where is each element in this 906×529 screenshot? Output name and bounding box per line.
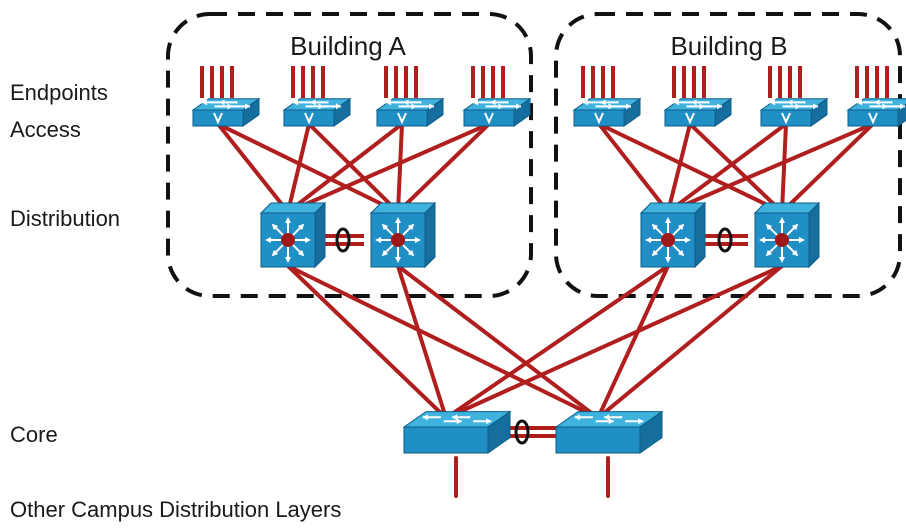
access-switch-4 xyxy=(462,97,532,127)
distribution-core-link xyxy=(596,264,670,420)
access-distribution-link xyxy=(688,122,784,214)
label-distribution: Distribution xyxy=(10,206,121,231)
building-b-title: Building B xyxy=(670,31,787,61)
distribution-switch-4 xyxy=(753,201,821,269)
core-switch-2 xyxy=(554,410,664,454)
distribution-core-link xyxy=(444,264,784,420)
access-distribution-link xyxy=(396,122,404,214)
access-switch-1 xyxy=(191,97,261,127)
access-distribution-link xyxy=(780,122,875,214)
access-switch-7 xyxy=(759,97,829,127)
links-layer xyxy=(200,66,889,498)
access-distribution-link xyxy=(307,122,400,214)
distribution-core-link xyxy=(396,264,600,420)
distribution-core-link xyxy=(396,264,448,420)
access-distribution-link xyxy=(396,122,491,214)
switches-layer xyxy=(191,97,906,454)
access-switch-5 xyxy=(572,97,642,127)
building-a-boundary xyxy=(166,12,533,298)
access-distribution-link xyxy=(666,122,788,214)
access-distribution-link xyxy=(666,122,875,214)
access-distribution-link xyxy=(286,122,491,214)
access-switch-8 xyxy=(846,98,906,127)
etherchannel-ring-icon xyxy=(717,227,733,253)
distribution-core-link xyxy=(444,264,670,420)
access-distribution-link xyxy=(780,122,788,214)
label-access: Access xyxy=(10,117,81,142)
building-b-boundary xyxy=(554,12,902,298)
access-distribution-link xyxy=(216,122,290,214)
distribution-core-link xyxy=(286,264,448,420)
access-distribution-link xyxy=(286,122,404,214)
access-switch-6 xyxy=(663,97,733,127)
core-switch-1 xyxy=(402,410,512,454)
distribution-switch-3 xyxy=(639,201,707,269)
access-distribution-link xyxy=(597,122,670,214)
etherchannel-ring-icon xyxy=(335,227,351,253)
etherchannel-ring-icon xyxy=(514,419,530,445)
access-distribution-link xyxy=(666,122,692,214)
distribution-switch-1 xyxy=(259,201,327,269)
access-distribution-link xyxy=(286,122,311,214)
access-switch-3 xyxy=(375,97,445,127)
distribution-core-link xyxy=(596,264,784,420)
label-other-campus: Other Campus Distribution Layers xyxy=(10,497,342,522)
label-core: Core xyxy=(10,422,58,447)
distribution-switch-2 xyxy=(369,201,437,269)
access-switch-2 xyxy=(282,97,352,127)
access-distribution-link xyxy=(216,122,400,214)
building-a-title: Building A xyxy=(290,31,406,61)
distribution-core-link xyxy=(286,264,600,420)
access-distribution-link xyxy=(597,122,784,214)
label-endpoints: Endpoints xyxy=(10,80,108,105)
